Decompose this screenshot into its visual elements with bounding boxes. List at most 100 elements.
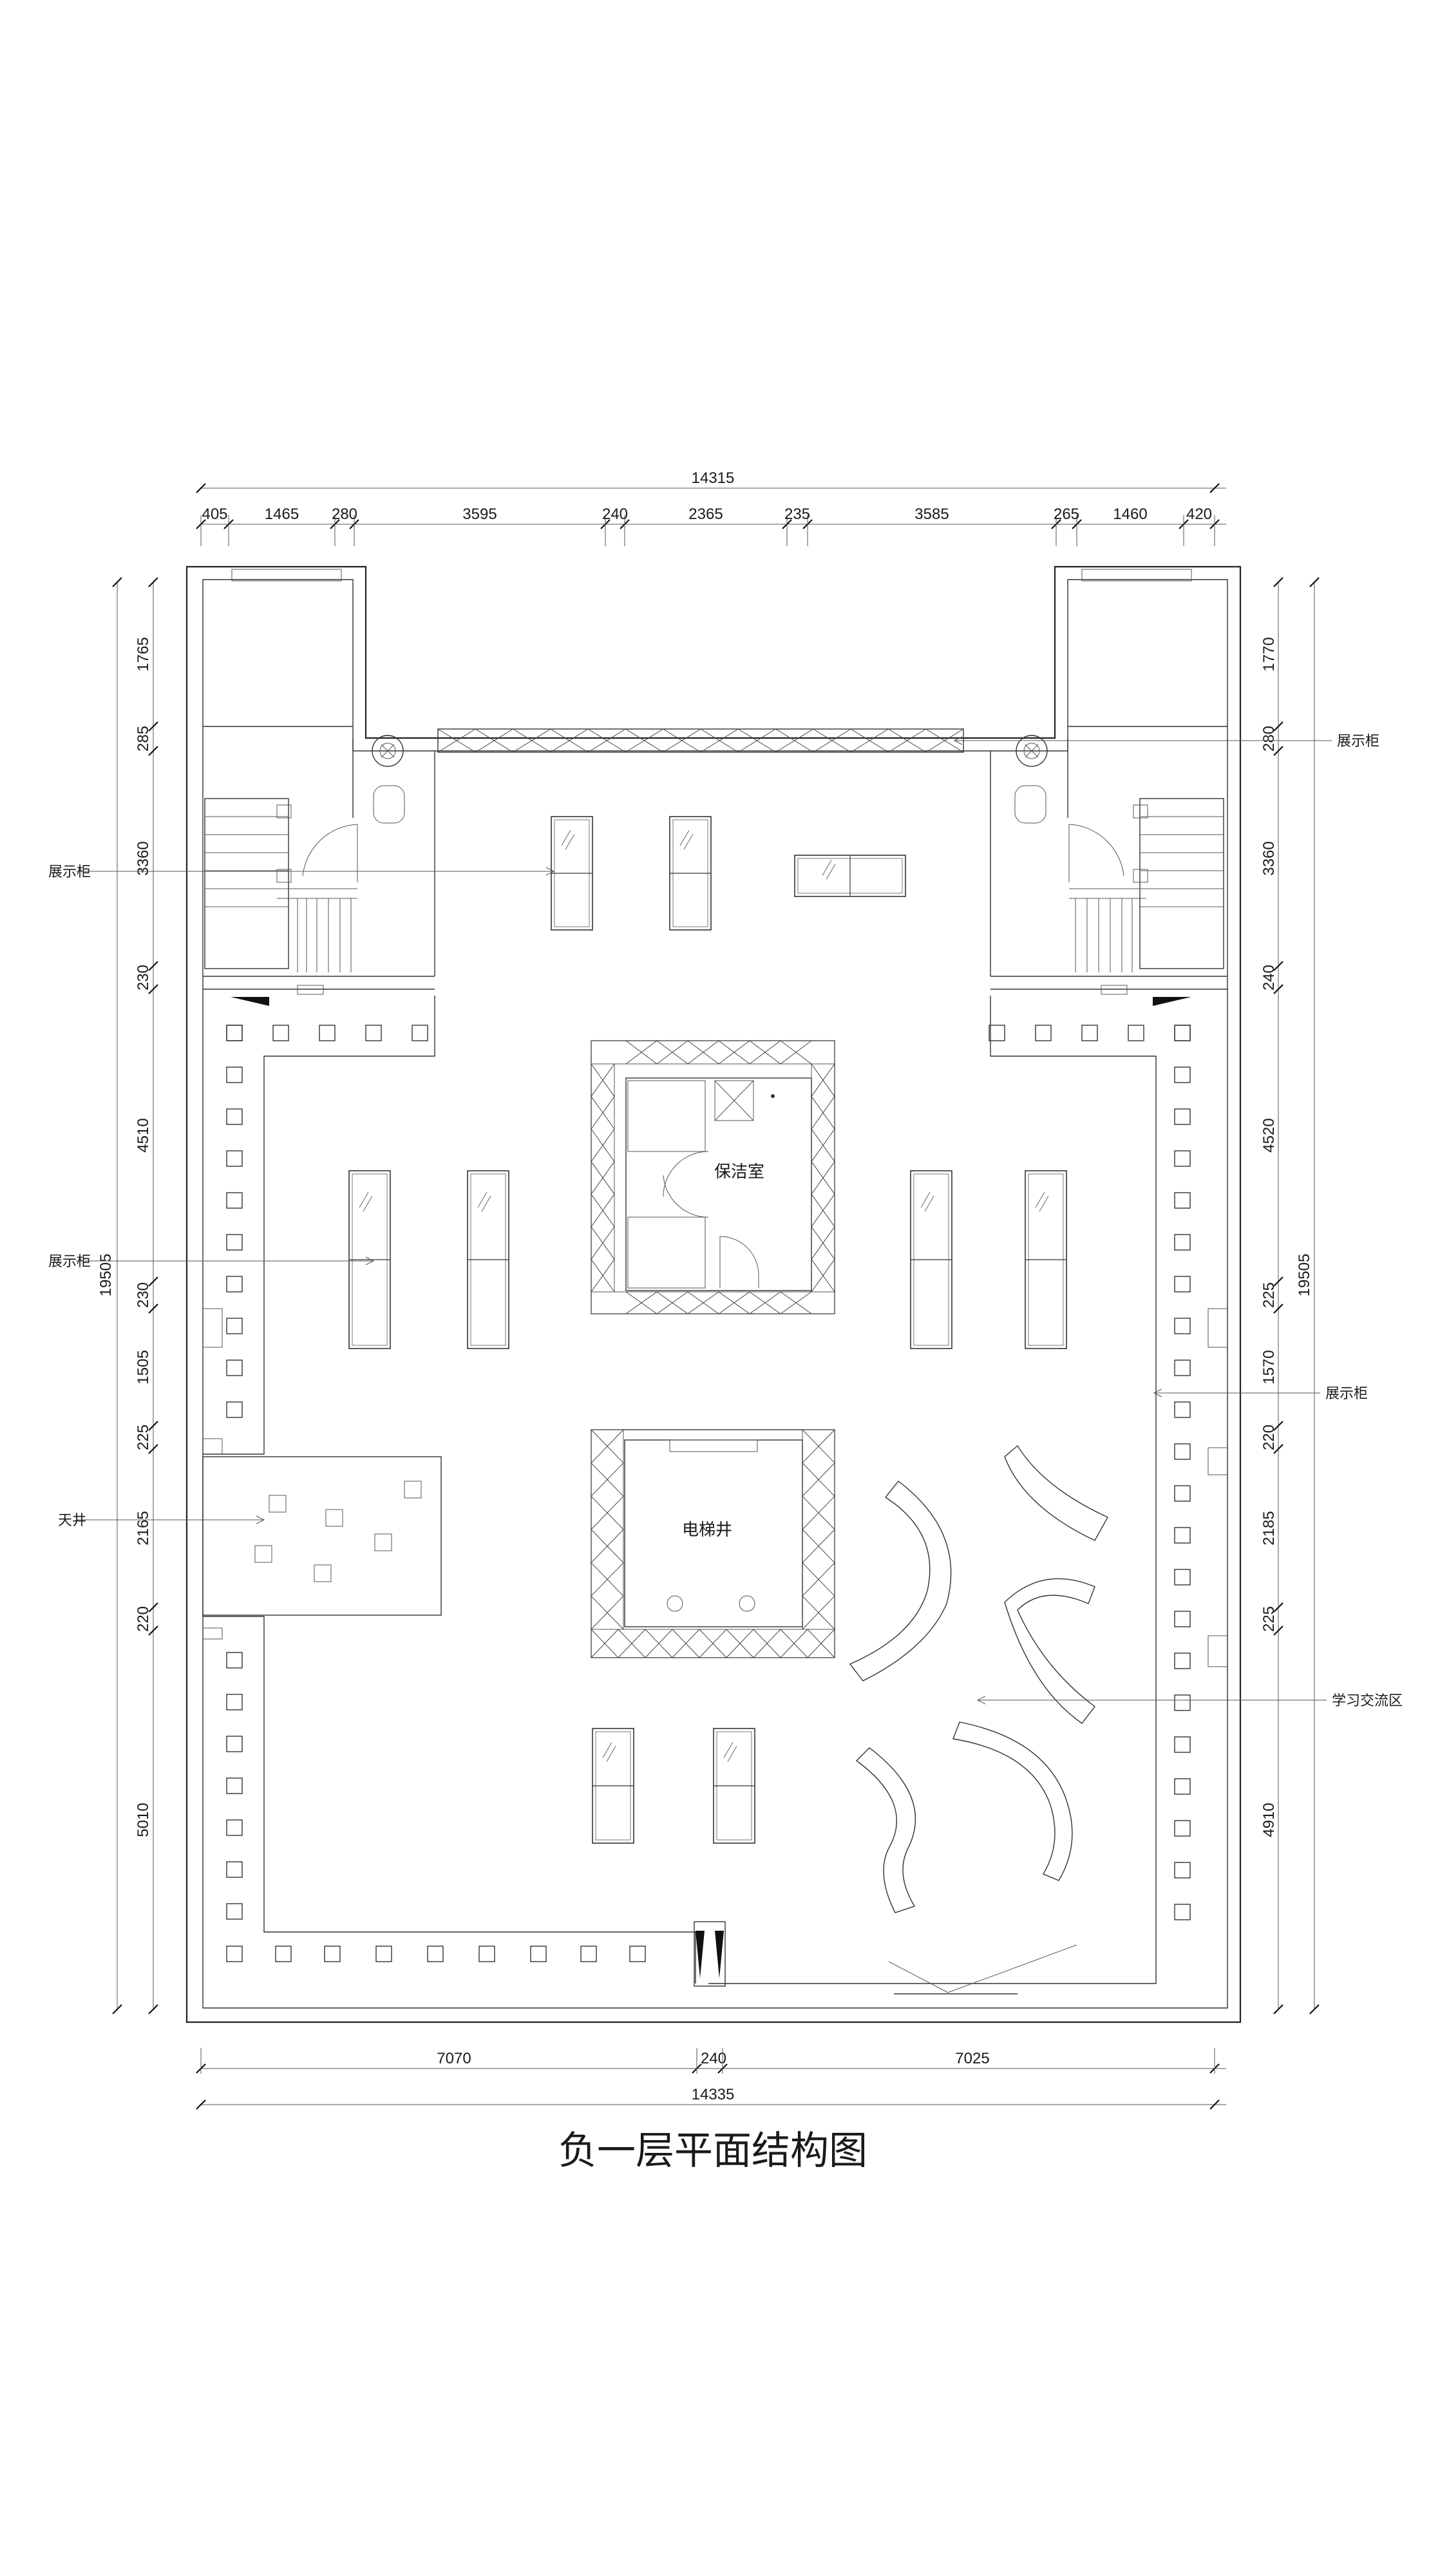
dimension-tick (196, 2099, 206, 2110)
left-segment-dimension: 220 (135, 1606, 152, 1632)
truss-brace (591, 1161, 615, 1195)
truss-brace (618, 1629, 646, 1658)
truss-brace (802, 1529, 835, 1564)
pillar (1174, 1066, 1191, 1083)
glass-mark (359, 1191, 369, 1208)
pillar (989, 1025, 1005, 1041)
pillar (478, 1946, 495, 1962)
dimension-tick (148, 577, 158, 587)
dimension-tick (148, 1602, 158, 1613)
truss-brace (645, 1629, 673, 1658)
dimension-tick (148, 1303, 158, 1314)
pillar (1174, 1443, 1191, 1460)
truss-brace (687, 1040, 719, 1065)
callout-study-area: 学习交流区 (1332, 1692, 1403, 1709)
entrance-door (694, 1921, 726, 1987)
truss-brace (807, 1629, 835, 1658)
dimension-tick (1273, 577, 1283, 587)
dimension-tick (148, 1276, 158, 1287)
pillar (226, 1318, 243, 1334)
atrium-area (202, 1456, 442, 1616)
elevator-shaft-label: 电梯井 (682, 1520, 732, 1539)
right-segment-dimension: 225 (1260, 1606, 1278, 1632)
pillar (1174, 1904, 1191, 1920)
right-segment-dimension: 4910 (1260, 1803, 1278, 1837)
pillar (226, 1234, 243, 1251)
dimension-tick (1309, 2004, 1320, 2014)
dimension-tick (148, 2004, 158, 2014)
left-segment-dimension: 1765 (135, 637, 152, 671)
truss-brace (802, 1595, 835, 1630)
callout-display-right-middle: 展示柜 (1325, 1385, 1368, 1401)
truss-brace (802, 1429, 835, 1464)
truss-brace (775, 728, 814, 753)
truss-brace (591, 1529, 624, 1564)
glass-mark (1039, 1195, 1049, 1212)
truss-brace (811, 1063, 835, 1097)
left-segment-dimension: 3360 (135, 841, 152, 875)
pillar (530, 1946, 547, 1962)
dimension-tick (1209, 2099, 1220, 2110)
truss-brace (888, 728, 926, 753)
pillar (1174, 1025, 1191, 1041)
truss-brace (813, 728, 851, 753)
truss-brace (587, 728, 626, 753)
dimension-tick (148, 1421, 158, 1431)
dimension-tick (148, 721, 158, 732)
pillar (226, 1025, 243, 1041)
top-segment-dimension: 240 (602, 506, 628, 523)
truss-brace (591, 1595, 624, 1630)
callout-atrium: 天井 (58, 1512, 86, 1528)
pillar (1174, 1862, 1191, 1879)
dimension-tick (1209, 483, 1220, 493)
right-segment-dimension: 2185 (1260, 1511, 1278, 1545)
top-segment-dimension: 405 (202, 506, 227, 523)
left-dimension-chain: 19505 1765285336023045102301505225216522… (97, 577, 158, 2014)
truss-brace (811, 1128, 835, 1162)
elevator-shaft-block: 电梯井 (591, 1429, 835, 1658)
truss-brace (591, 1063, 615, 1097)
pillar (1174, 1778, 1191, 1795)
right-segment-dimension: 280 (1260, 726, 1278, 752)
pillar (1174, 1318, 1191, 1334)
glass-mark (826, 864, 836, 880)
pillar (375, 1946, 392, 1962)
pillar (1174, 1653, 1191, 1669)
pillar (1174, 1694, 1191, 1711)
truss-brace (699, 1629, 727, 1658)
pillar (226, 1736, 243, 1752)
pillar (1174, 1234, 1191, 1251)
pillar (580, 1946, 597, 1962)
truss-brace (656, 1040, 688, 1065)
truss-brace (625, 1040, 658, 1065)
display-cabinets (348, 816, 1067, 1844)
outer-walls (185, 565, 1242, 2023)
bottom-dimension-chain: 7070 240 7025 14335 (196, 2048, 1226, 2110)
truss-brace (749, 1040, 781, 1065)
truss-brace (591, 1463, 624, 1497)
pillar (1035, 1025, 1052, 1041)
truss-brace (591, 1495, 624, 1530)
pillar (1174, 1401, 1191, 1418)
pillar (1174, 1736, 1191, 1753)
truss-brace (802, 1495, 835, 1530)
truss-brace (437, 728, 476, 753)
pillar (226, 1359, 243, 1376)
dimension-tick (1273, 984, 1283, 994)
left-segment-dimension: 1505 (135, 1350, 152, 1384)
truss-brace (811, 1259, 835, 1293)
top-segment-dimension: 3585 (914, 506, 949, 523)
pillar (1174, 1150, 1191, 1167)
truss-brace (625, 1291, 658, 1314)
truss-brace (475, 728, 513, 753)
bottom-total-dimension: 14335 (692, 2086, 735, 2103)
left-segment-dimension: 285 (135, 726, 152, 752)
top-segment-dimension: 2365 (688, 506, 723, 523)
left-segment-dimension: 230 (135, 965, 152, 990)
left-segment-dimension: 4510 (135, 1118, 152, 1152)
dimension-tick (1273, 1421, 1283, 1431)
dimension-tick (148, 984, 158, 994)
pillar (1081, 1025, 1098, 1041)
